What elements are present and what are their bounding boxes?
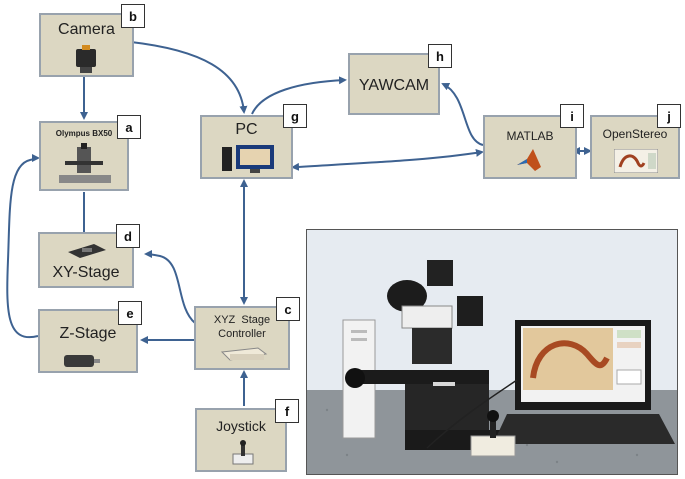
z-stage-label: Z-Stage (59, 325, 117, 342)
xy-stage-icon (68, 244, 106, 258)
arrow-pc-matlab (291, 148, 484, 171)
xyz-controller-tag: c (276, 297, 300, 321)
arrow-camera-to-pc (130, 41, 248, 114)
joystick-icon (232, 440, 254, 465)
microscope-node: Olympus BX50 (39, 121, 129, 191)
pc-node: PC (200, 115, 293, 179)
computer-icon (222, 145, 274, 173)
joystick-node: Joystick (195, 408, 287, 472)
xy-stage-node: XY-Stage (38, 232, 134, 288)
matlab-label: MATLAB (506, 129, 554, 143)
pc-label: PC (235, 121, 258, 138)
joystick-label: Joystick (216, 418, 266, 434)
pc-tag: g (283, 104, 307, 128)
xy-stage-tag: d (116, 224, 140, 248)
arrow-matlab-to-yawcam (441, 83, 484, 146)
yawcam-label: YAWCAM (358, 77, 430, 94)
controller-label-line1: XYZ Stage (213, 314, 271, 326)
arrow-controller-to-xystage (144, 250, 196, 324)
xyz-controller-node: XYZ Stage Controller (194, 306, 290, 370)
camera-tag: b (121, 4, 145, 28)
microscope-icon (59, 143, 111, 183)
z-stage-tag: e (118, 301, 142, 325)
controller-device-icon (220, 347, 268, 361)
z-stage-motor-icon (64, 355, 100, 367)
setup-illustration (306, 229, 678, 475)
setup-illustration-art (307, 230, 677, 474)
arrow-pc-to-yawcam (251, 76, 347, 115)
arrow-zstage-to-microscope (6, 154, 40, 339)
matlab-logo-icon (517, 149, 541, 171)
openstereo-screenshot-icon (614, 149, 658, 173)
matlab-tag: i (560, 104, 584, 128)
xy-stage-label: XY-Stage (52, 264, 120, 281)
camera-node: Camera (39, 13, 134, 77)
openstereo-label: OpenStereo (602, 127, 668, 141)
microscope-tag: a (117, 115, 141, 139)
openstereo-tag: j (657, 104, 681, 128)
yawcam-node: YAWCAM (348, 53, 440, 115)
controller-label-line2: Controller (218, 328, 266, 340)
joystick-tag: f (275, 399, 299, 423)
camera-label: Camera (58, 21, 115, 38)
microscope-label: Olympus BX50 (55, 129, 113, 138)
yawcam-tag: h (428, 44, 452, 68)
camera-icon (76, 45, 96, 73)
